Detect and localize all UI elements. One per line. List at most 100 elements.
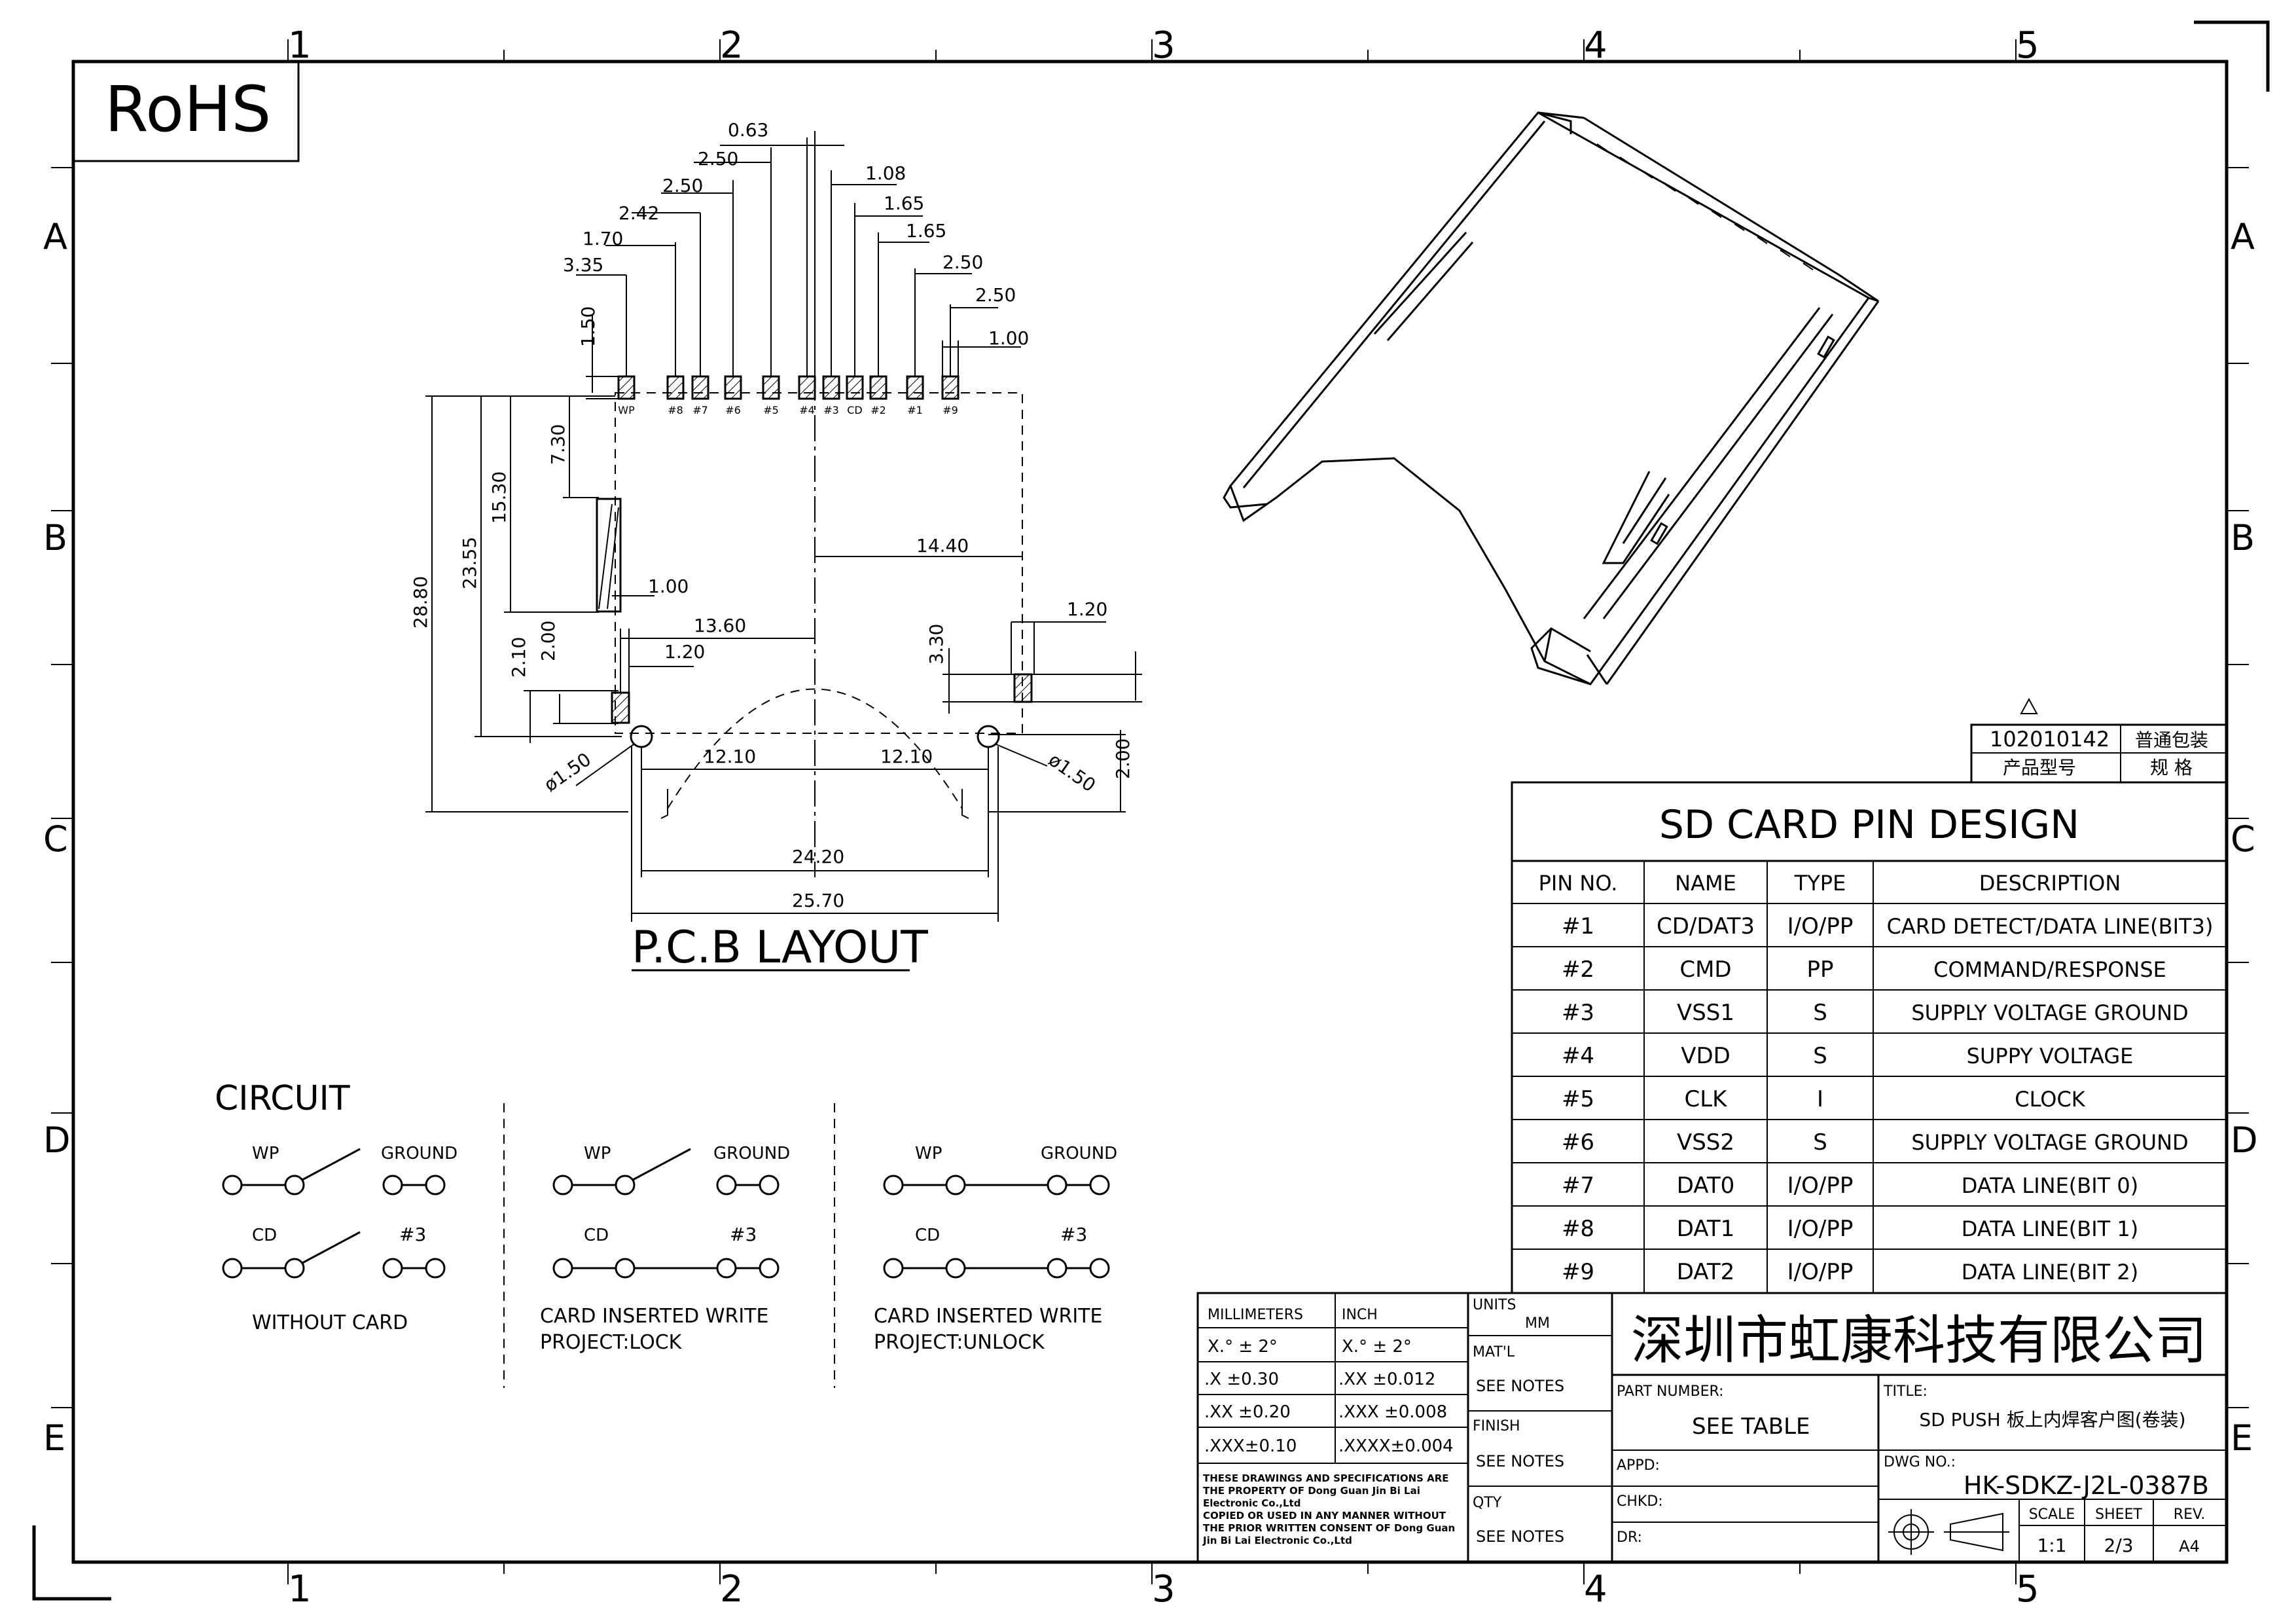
- circuit-pin3-label: #3: [399, 1224, 426, 1245]
- circuit-cd-label: CD: [252, 1226, 277, 1245]
- pin-number-cell: #9: [1562, 1259, 1594, 1285]
- dim-value: 13.60: [694, 615, 746, 636]
- finish-label: FINISH: [1473, 1418, 1520, 1434]
- dim-value: 24.20: [792, 846, 844, 867]
- pin-table-title: SD CARD PIN DESIGN: [1659, 802, 2079, 848]
- units-value: MM: [1525, 1315, 1550, 1332]
- tolerance-value: .XXX±0.10: [1204, 1436, 1297, 1456]
- pin-description-cell: CARD DETECT/DATA LINE(BIT3): [1887, 914, 2214, 939]
- pin-description-cell: CLOCK: [2015, 1087, 2086, 1112]
- column-label: 1: [288, 1568, 312, 1611]
- pin-description-cell: SUPPLY VOLTAGE GROUND: [1911, 1130, 2188, 1155]
- card-outline: [615, 392, 1023, 734]
- pin-number-cell: #1: [1562, 913, 1594, 939]
- sheet-value: 2/3: [2104, 1535, 2133, 1556]
- circuit-ground-label: GROUND: [1041, 1144, 1117, 1163]
- dim-value: 2.10: [508, 637, 529, 678]
- hole-dia-label: ø1.50: [540, 748, 595, 796]
- dim-value: 2.00: [537, 621, 559, 661]
- pin-name-cell: DAT0: [1677, 1173, 1735, 1199]
- row-label: B: [43, 517, 67, 558]
- matl-label: MAT'L: [1473, 1344, 1515, 1360]
- pad: [691, 375, 709, 400]
- dim-value: 2.42: [619, 202, 659, 224]
- tolerance-value: X.° ± 2°: [1208, 1337, 1278, 1357]
- dim-value: 28.80: [410, 576, 431, 629]
- circuit-section: CIRCUIT WP GROUND CD #3 WITHOUT CARD WP …: [215, 1079, 1117, 1388]
- pin-type-cell: S: [1813, 1129, 1827, 1156]
- circuit-wp-label: WP: [584, 1144, 611, 1163]
- svg-text:THESE DRAWINGS AND SPECIFICATI: THESE DRAWINGS AND SPECIFICATIONS ARE: [1203, 1472, 1449, 1484]
- tolerance-header: MILLIMETERS: [1208, 1307, 1303, 1323]
- pad: [822, 375, 840, 400]
- dim-value: 2.50: [662, 175, 703, 196]
- pin-type-cell: I/O/PP: [1787, 913, 1854, 939]
- pad: [869, 375, 888, 400]
- finish-value: SEE NOTES: [1476, 1452, 1564, 1470]
- column-label: 4: [1584, 24, 1607, 67]
- wp-slot: [596, 498, 622, 613]
- column-label: 3: [1152, 24, 1175, 67]
- pin-description-cell: SUPPLY VOLTAGE GROUND: [1911, 1000, 2188, 1025]
- qty-value: SEE NOTES: [1476, 1527, 1564, 1546]
- pin-name-cell: CLK: [1685, 1086, 1729, 1112]
- circuit-pin3-label: #3: [1060, 1224, 1087, 1245]
- matl-value: SEE NOTES: [1476, 1377, 1564, 1395]
- eject-arc: [667, 688, 963, 809]
- pad-label: #1: [907, 404, 923, 416]
- pad: [666, 375, 685, 400]
- dr-label: DR:: [1617, 1529, 1642, 1546]
- scale-label: SCALE: [2029, 1506, 2075, 1523]
- corner-mark-bottom-left: [32, 1525, 111, 1601]
- pin-description-cell: SUPPY VOLTAGE: [1967, 1044, 2134, 1068]
- pin-name-cell: VSS2: [1677, 1129, 1734, 1156]
- pin-number-cell: #7: [1562, 1173, 1594, 1199]
- tolerance-header: INCH: [1342, 1307, 1378, 1323]
- column-label: 1: [288, 24, 312, 67]
- column-label: 3: [1152, 1568, 1175, 1611]
- pcb-layout: WP #8 #7 #6 #5 #4 #3 CD #2 #1 #9: [410, 119, 1142, 974]
- row-label: C: [2231, 818, 2255, 860]
- dim-value: 23.55: [459, 537, 480, 589]
- pad-label: #8: [668, 404, 683, 416]
- pcb-layout-title: P.C.B LAYOUT: [632, 922, 928, 974]
- dwg-label: DWG NO.:: [1884, 1454, 1956, 1470]
- inner-dimension-values: 1.00 1.20 13.60 14.40 1.20 3.30 2.00: [648, 535, 1134, 779]
- dim-value: 2.50: [698, 148, 738, 170]
- pin-description-cell: DATA LINE(BIT 2): [1962, 1260, 2138, 1285]
- circuit-caption: WITHOUT CARD: [252, 1311, 408, 1334]
- circuit-ground-label: GROUND: [381, 1144, 457, 1163]
- circuit-group-without-card: WP GROUND CD #3 WITHOUT CARD: [222, 1144, 457, 1334]
- circuit-ground-label: GROUND: [713, 1144, 790, 1163]
- pad-label: #7: [692, 404, 708, 416]
- pin-type-cell: I/O/PP: [1787, 1259, 1854, 1285]
- circuit-group-unlock: WP GROUND CD #3 CARD INSERTED WRITE PROJ…: [874, 1144, 1117, 1354]
- connector-3d-view: [1223, 111, 1880, 685]
- bottom-dimension-values: 12.10 12.10 24.20 25.70: [704, 746, 933, 911]
- pin-table-header: PIN NO.: [1539, 871, 1618, 896]
- bottom-dimension-lines: [631, 746, 999, 922]
- dim-value: 1.20: [1067, 598, 1107, 620]
- sheet-label: SHEET: [2095, 1506, 2142, 1523]
- pad-label: CD: [847, 404, 863, 416]
- row-label: D: [43, 1120, 71, 1161]
- pin-name-cell: VSS1: [1677, 1000, 1734, 1026]
- qty-label: QTY: [1473, 1495, 1502, 1511]
- svg-text:THE PROPERTY OF Dong Guan Jin: THE PROPERTY OF Dong Guan Jin Bi Lai: [1203, 1485, 1420, 1497]
- row-label: E: [43, 1417, 65, 1459]
- chkd-label: CHKD:: [1617, 1493, 1663, 1510]
- rohs-box: RoHS: [72, 60, 300, 162]
- column-label: 5: [2016, 24, 2039, 67]
- row-label: C: [43, 818, 68, 860]
- left-dimension-values: 28.80 23.55 15.30 7.30 2.10 2.00: [410, 424, 569, 678]
- rohs-label: RoHS: [105, 73, 271, 146]
- pin-number-cell: #4: [1562, 1043, 1594, 1069]
- rev-label: REV.: [2174, 1506, 2205, 1523]
- rev-value: A4: [2179, 1537, 2200, 1556]
- dim-value: 1.70: [583, 228, 623, 249]
- part-code-box: 102010142 普通包装 产品型号 规 格: [1970, 697, 2228, 784]
- side-pad-right: [1013, 673, 1033, 703]
- corner-mark-top-right: [2194, 20, 2270, 92]
- pad: [724, 375, 742, 400]
